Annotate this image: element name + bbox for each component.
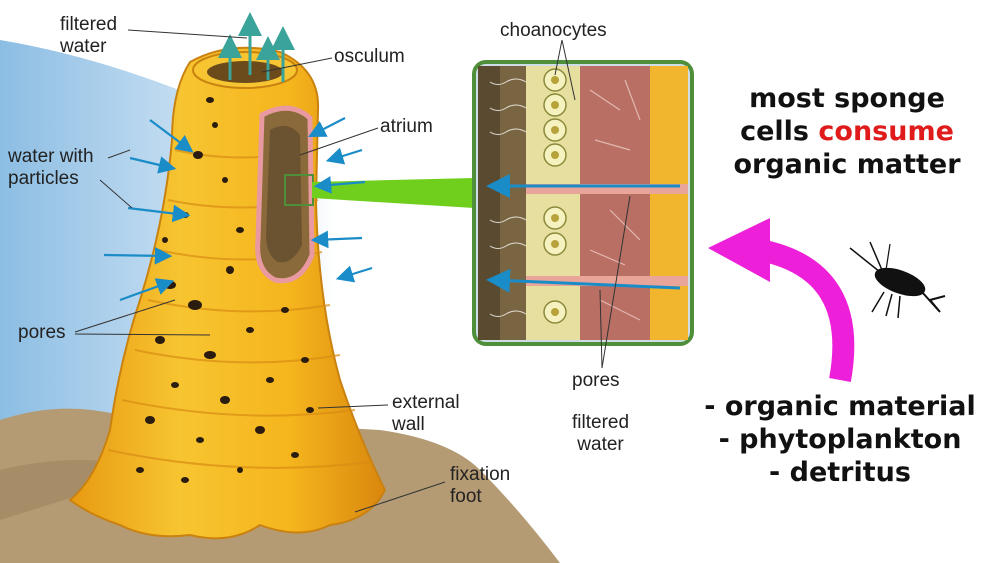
magenta-curved-arrow-icon [708, 218, 855, 382]
inset-zoom [472, 39, 694, 369]
pore-canal-1 [526, 184, 688, 194]
inset-mesohyl-top [580, 66, 650, 186]
label-external-wall: external wall [392, 392, 460, 435]
headline-line1: most sponge [749, 83, 945, 114]
headline-line3: organic matter [733, 149, 961, 180]
label-pores-inset: pores [572, 370, 620, 391]
pore-canal-2 [526, 276, 688, 286]
outgoing-water-arrows [218, 12, 295, 82]
incoming-water-arrows [103, 117, 373, 302]
inset-flow-arrows [486, 174, 681, 293]
headline: most sponge cells consume organic matter [712, 82, 982, 181]
label-water-with-particles: water with particles [8, 146, 94, 189]
label-choanocytes: choanocytes [500, 20, 607, 41]
label-osculum: osculum [334, 46, 405, 67]
label-fixation-foot: fixation foot [450, 464, 511, 507]
label-pores-left: pores [18, 322, 66, 343]
headline-consume: consume [818, 116, 954, 147]
food-list: - organic material - phytoplankton - det… [690, 390, 990, 489]
label-filtered-water-top: filtered water [60, 14, 118, 57]
food-item-2: - phytoplankton [718, 424, 962, 455]
headline-line2-prefix: cells [740, 116, 819, 147]
headline-line2: cells consume [712, 115, 982, 148]
label-filtered-water-inset: filtered water [572, 412, 630, 455]
food-item-3: - detritus [769, 457, 911, 488]
food-item-1: - organic material [704, 391, 976, 422]
inset-mesohyl-mid [580, 192, 650, 278]
copepod-icon [849, 241, 946, 319]
inset-mesohyl-bottom [580, 284, 650, 340]
osculum-opening [207, 61, 283, 83]
zoom-beam [312, 178, 474, 208]
label-atrium: atrium [380, 116, 433, 137]
leader-lines [74, 29, 446, 513]
inset-outer-skin [650, 66, 688, 340]
